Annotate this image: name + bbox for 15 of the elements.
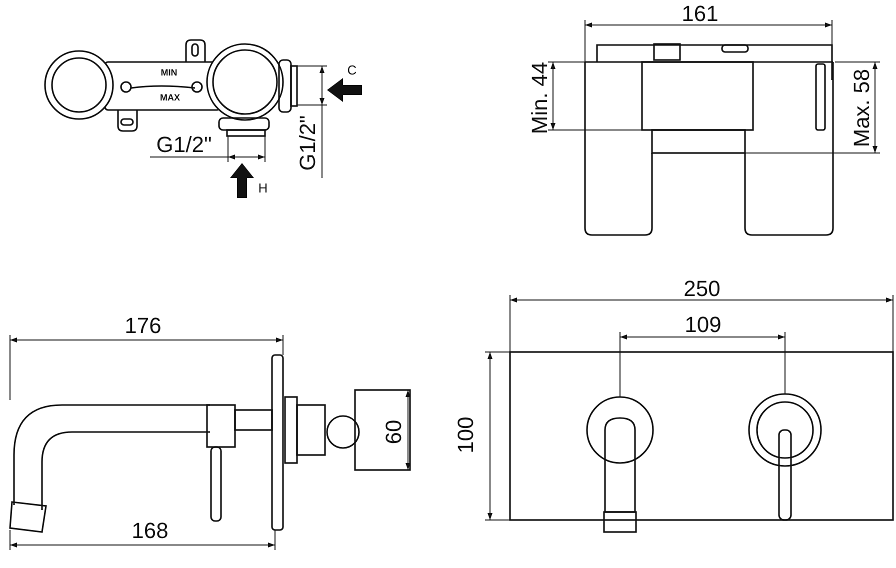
dimension-label: G1/2"	[156, 134, 212, 156]
dimension-label: 168	[132, 520, 168, 542]
dimension-label: Max. 58	[851, 68, 873, 148]
dimension-label: G1/2"	[297, 115, 319, 171]
dimension-label: 100	[455, 416, 477, 454]
dimension-label: 161	[682, 3, 718, 25]
dimension-label: 109	[684, 314, 722, 336]
engraved-marking: MAX	[160, 94, 180, 102]
inlet-letter: H	[258, 182, 268, 194]
dimension-label: 250	[684, 278, 720, 300]
dimension-label: 60	[383, 420, 405, 444]
inlet-letter: C	[347, 64, 357, 76]
dimension-label: Min. 44	[529, 62, 551, 134]
engraved-marking: MIN	[160, 68, 178, 78]
dimension-label: 176	[124, 315, 162, 337]
